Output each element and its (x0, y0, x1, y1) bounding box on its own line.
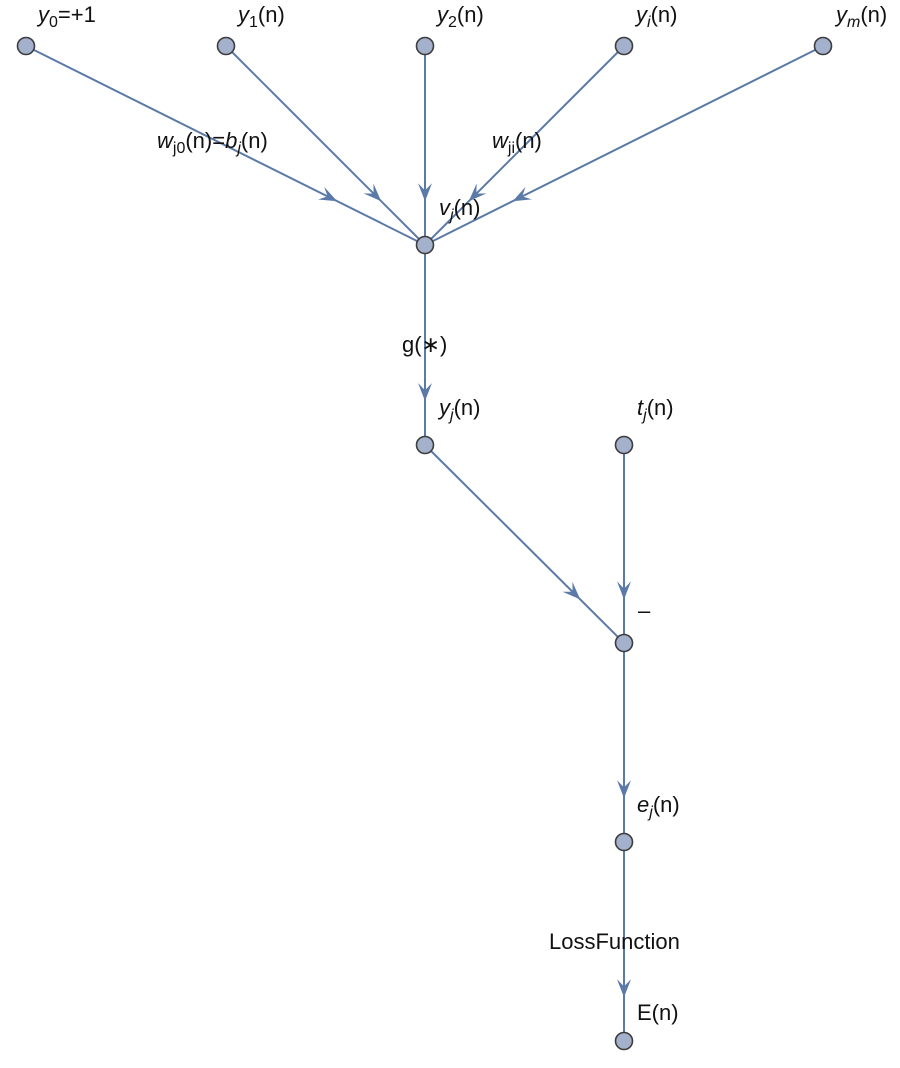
label-y1: y1(n) (236, 2, 285, 31)
label-ej: ej(n) (637, 792, 680, 821)
node-vj (415, 235, 435, 255)
node-En (614, 1031, 634, 1051)
node-yj (415, 435, 435, 455)
label-y2: y2(n) (435, 2, 484, 31)
edge-yj-to-minus (424, 444, 625, 644)
node-tj (614, 435, 634, 455)
arrowhead-y2-to-vj (418, 183, 432, 202)
label-yj: yj(n) (437, 395, 480, 424)
node-ej (614, 832, 634, 852)
node-minus (614, 633, 634, 653)
graph-edges (25, 45, 824, 1041)
graph-nodes (16, 36, 833, 1051)
label-ym: ym(n) (834, 2, 887, 31)
label-En: E(n) (637, 1000, 679, 1025)
arrowhead-y0-to-vj (318, 186, 338, 202)
label-vj: vj(n) (439, 195, 480, 224)
label-y0: y0=+1 (36, 2, 96, 31)
edge-label-w-j0: wj0(n)=bj(n) (157, 128, 268, 157)
node-y2 (415, 36, 435, 56)
edge-label-w-ji: wji(n) (492, 128, 542, 157)
arrowhead-tj-to-minus (617, 581, 631, 600)
arrowhead-yi-to-vj (468, 183, 487, 202)
arrowhead-y1-to-vj (363, 183, 382, 202)
arrowhead-yj-to-minus (562, 581, 581, 600)
arrowhead-vj-to-yj (418, 383, 432, 401)
edge-ym-to-vj (424, 45, 824, 246)
edge-yi-to-vj (424, 45, 625, 246)
label-yi: yi(n) (634, 2, 677, 31)
node-ym (813, 36, 833, 56)
node-yi (614, 36, 634, 56)
node-y1 (216, 36, 236, 56)
arrowhead-ej-to-En (617, 979, 631, 998)
edge-y0-to-vj (25, 45, 426, 246)
edge-label-loss-function: LossFunction (549, 929, 680, 954)
label-tj: tj(n) (637, 395, 674, 424)
edge-y1-to-vj (225, 45, 426, 246)
label-minus: – (638, 598, 651, 623)
node-y0 (16, 36, 36, 56)
arrowhead-minus-to-ej (617, 780, 631, 799)
edge-label-g: g(∗) (402, 332, 447, 357)
arrowhead-ym-to-vj (512, 186, 532, 202)
